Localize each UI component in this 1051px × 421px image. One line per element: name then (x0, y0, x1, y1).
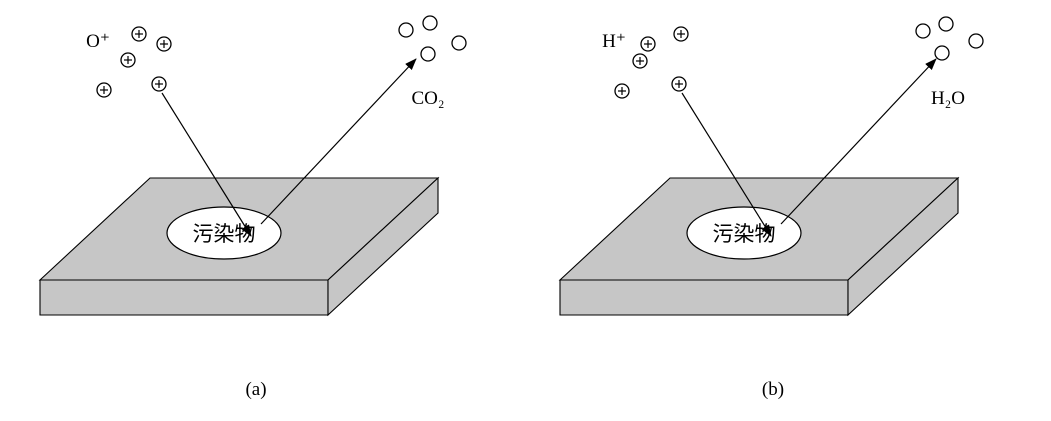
panel-b: 污染物 H⁺ (558, 16, 984, 400)
pollutant-spot (166, 206, 282, 260)
molecule-icon (398, 22, 414, 38)
incident-arrow (161, 92, 252, 237)
product-label: H₂O (931, 88, 965, 109)
molecule-icon (934, 45, 950, 61)
product-molecules (915, 16, 984, 61)
molecule-icon (420, 46, 436, 62)
slab-right-face (847, 176, 959, 317)
reactant-label: O⁺ (86, 31, 110, 52)
slab-front-face (559, 279, 849, 316)
pollutant-spot (686, 206, 802, 260)
panel-caption: (b) (762, 379, 784, 400)
incident-arrow (681, 92, 772, 237)
ion-cluster: O⁺ (86, 26, 172, 98)
molecule-icon (968, 33, 984, 49)
plus-ion-icon (640, 36, 656, 52)
slab-front-face (39, 279, 329, 316)
product-molecules (398, 15, 467, 62)
plus-ion-icon (156, 36, 172, 52)
panel-a: 污染物 O⁺ (38, 15, 467, 400)
plus-ion-icon (671, 76, 687, 92)
product-label: CO₂ (411, 88, 444, 109)
molecule-icon (422, 15, 438, 31)
pollutant-label: 污染物 (193, 222, 256, 246)
plus-ion-icon (632, 53, 648, 69)
plus-ion-icon (120, 52, 136, 68)
plus-ion-icon (131, 26, 147, 42)
molecule-icon (938, 16, 954, 32)
plus-ion-icon (614, 83, 630, 99)
ion-cluster: H⁺ (602, 26, 689, 99)
plus-ion-icon (151, 76, 167, 92)
pollutant-label: 污染物 (713, 222, 776, 246)
molecule-icon (915, 23, 931, 39)
emission-arrow (260, 58, 417, 225)
slab-right-face (327, 176, 439, 317)
plus-ion-icon (96, 82, 112, 98)
reactant-label: H⁺ (602, 31, 626, 52)
emission-arrow (780, 58, 937, 225)
plus-ion-icon (673, 26, 689, 42)
panel-caption: (a) (245, 379, 266, 400)
molecule-icon (451, 35, 467, 51)
